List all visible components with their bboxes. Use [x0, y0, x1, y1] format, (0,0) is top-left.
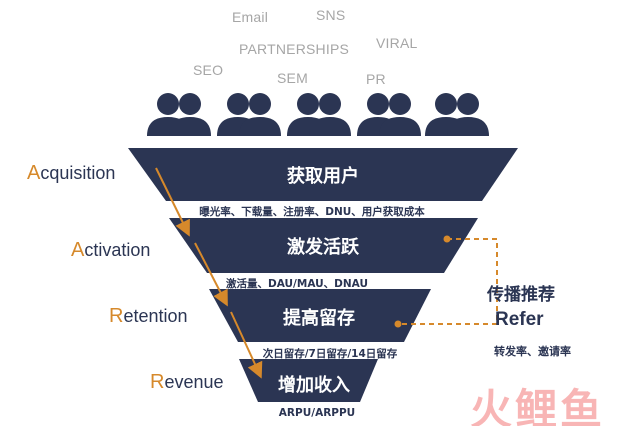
label-revenue-initial: R: [150, 371, 165, 393]
label-revenue: Revenue: [150, 371, 224, 394]
referral-title: 传播推荐: [487, 285, 555, 305]
funnel-band-revenue: [239, 359, 378, 402]
channel-viral: VIRAL: [376, 35, 418, 51]
label-revenue-rest: evenue: [164, 372, 224, 392]
label-acquisition: Acquisition: [27, 162, 115, 185]
orange-arrow-icon: [155, 167, 263, 379]
label-retention-rest: etention: [123, 306, 188, 326]
people-silhouette-icon: [217, 93, 281, 136]
channel-sns: SNS: [316, 7, 346, 23]
metrics-retention: 次日留存/7日留存/14日留存: [262, 348, 398, 360]
brand-watermark: 火鲤鱼: [470, 385, 606, 426]
label-activation: Activation: [71, 239, 150, 262]
label-acquisition-rest: cquisition: [40, 163, 116, 183]
metrics-acquisition: 曝光率、下载量、注册率、DNU、用户获取成本: [199, 206, 425, 218]
stage-title-activation: 激发活跃: [287, 237, 359, 258]
referral-english: Refer: [495, 309, 544, 330]
channel-seo: SEO: [193, 62, 224, 78]
referral-metrics: 转发率、邀请率: [494, 345, 571, 358]
channel-sem: SEM: [277, 70, 308, 86]
referral-dot-top: [443, 235, 451, 243]
metrics-revenue: ARPU/ARPPU: [278, 407, 356, 419]
people-silhouette-icon: [357, 93, 421, 136]
users-group-icon: [147, 93, 489, 136]
metrics-activation: 激活量、DAU/MAU、DNAU: [226, 278, 368, 290]
people-silhouette-icon: [425, 93, 489, 136]
stage-title-acquisition: 获取用户: [287, 166, 359, 187]
referral-dot-bottom: [394, 320, 402, 328]
label-activation-rest: ctivation: [84, 240, 151, 260]
funnel-band-activation: [169, 218, 478, 273]
people-silhouette-icon: [147, 93, 211, 136]
channel-pr: PR: [366, 71, 386, 87]
people-silhouette-icon: [287, 93, 351, 136]
label-retention: Retention: [109, 305, 188, 328]
funnel-band-retention: [209, 289, 431, 342]
channel-email: Email: [232, 9, 269, 25]
stage-title-retention: 提高留存: [283, 308, 355, 329]
stage-title-revenue: 增加收入: [278, 375, 350, 396]
channel-partnerships: PARTNERSHIPS: [239, 41, 350, 57]
label-activation-initial: A: [71, 239, 85, 261]
referral-dashed-connector: [398, 238, 498, 325]
label-acquisition-initial: A: [27, 162, 41, 184]
label-retention-initial: R: [109, 305, 124, 327]
funnel-band-acquisition: [128, 148, 518, 201]
